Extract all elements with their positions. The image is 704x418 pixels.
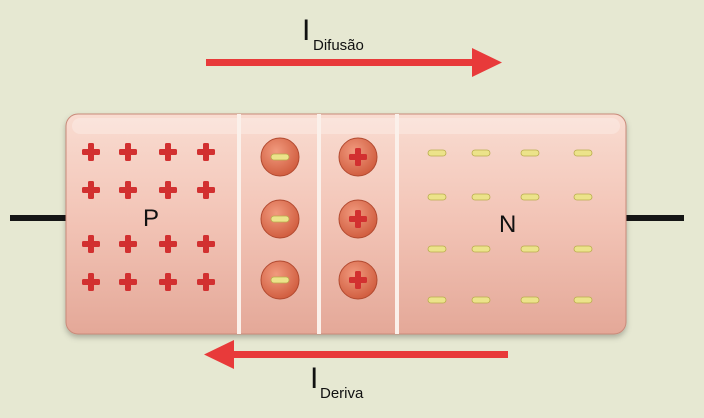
minus-dash-icon [573,245,593,253]
plus-sign-icon [82,143,100,161]
minus-dash-icon [471,245,491,253]
plus-sign-icon [82,273,100,291]
divider-junction [317,114,321,334]
drift-current-symbol: I [310,362,319,395]
minus-circle-icon [260,199,300,239]
minus-dash-icon [471,149,491,157]
n-region-label: N [499,211,517,238]
plus-sign-icon [119,235,137,253]
minus-dash-icon [520,245,540,253]
plus-sign-icon [197,235,215,253]
plus-sign-icon [82,181,100,199]
minus-dash-icon [427,193,447,201]
p-region-label: P [143,205,160,232]
body-highlight [72,118,620,134]
plus-circle-icon [338,199,378,239]
plus-sign-icon [82,235,100,253]
plus-sign-icon [159,235,177,253]
right-wire [620,215,684,221]
plus-sign-icon [119,143,137,161]
plus-sign-icon [159,143,177,161]
minus-dash-icon [520,296,540,304]
plus-sign-icon [119,273,137,291]
minus-dash-icon [427,149,447,157]
minus-dash-icon [520,149,540,157]
plus-circle-icon [338,137,378,177]
diffusion-current-subscript: Difusão [313,37,364,54]
plus-sign-icon [119,181,137,199]
drift-current-arrow [204,340,508,369]
plus-circle-icon [338,260,378,300]
minus-circle-icon [260,260,300,300]
drift-current-subscript: Deriva [320,385,364,402]
minus-dash-icon [471,193,491,201]
minus-dash-icon [427,296,447,304]
minus-circle-icon [260,137,300,177]
depletion-ions [260,137,378,300]
p-region-carriers [82,143,215,291]
minus-dash-icon [573,149,593,157]
minus-dash-icon [471,296,491,304]
minus-dash-icon [573,193,593,201]
plus-sign-icon [197,273,215,291]
minus-dash-icon [520,193,540,201]
diffusion-current-arrow [206,48,502,77]
plus-sign-icon [197,181,215,199]
left-wire [10,215,70,221]
divider-p-depletion [237,114,241,334]
minus-dash-icon [573,296,593,304]
plus-sign-icon [159,273,177,291]
diffusion-current-symbol: I [302,14,311,47]
plus-sign-icon [197,143,215,161]
minus-dash-icon [427,245,447,253]
divider-depletion-n [395,114,399,334]
n-region-carriers [427,149,593,304]
plus-sign-icon [159,181,177,199]
